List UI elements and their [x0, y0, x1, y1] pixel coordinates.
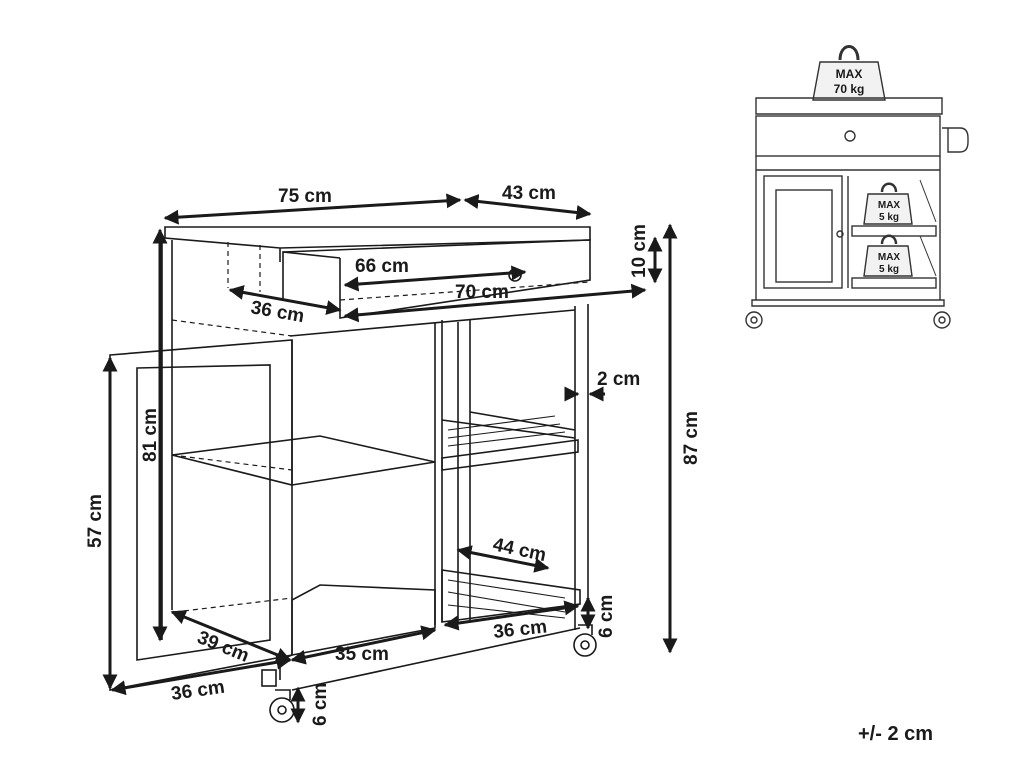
weight-icon-top	[812, 45, 886, 101]
mini-caster-left	[745, 311, 763, 329]
label-drawer-width: 70 cm	[455, 282, 509, 303]
weight-icon-shelf-lower	[863, 234, 913, 277]
label-drawer-pull-depth: 43 cm	[502, 183, 556, 204]
dimension-lines	[102, 193, 678, 724]
middle-shelf	[171, 435, 436, 486]
label-cabinet-height: 81 cm	[140, 408, 161, 462]
label-bottom-depth-left: 36 cm	[170, 677, 226, 705]
dim-line-door-width	[170, 610, 292, 662]
cart-top	[164, 226, 591, 249]
shelf1-max-label: MAX	[878, 200, 901, 211]
slatted-shelf-upper	[441, 439, 579, 471]
dim-line-drawer-inner	[343, 265, 527, 292]
top-max-label: MAX	[836, 67, 863, 81]
label-caster-height-left: 6 cm	[310, 683, 331, 726]
dim-line-top-width	[163, 193, 462, 225]
mini-caster-right	[933, 311, 951, 329]
dim-line-bottom-depth	[110, 654, 292, 696]
label-drawer-inner-width: 66 cm	[355, 256, 409, 277]
label-door-height: 57 cm	[85, 494, 106, 548]
door-handle	[261, 669, 277, 687]
load-capacity-labels: MAX 70 kg MAX 5 kg MAX 5 kg	[834, 67, 901, 275]
dim-line-drawer-width	[343, 283, 647, 323]
dim-line-drawer-pull	[463, 194, 592, 220]
dim-line-bottom-shelf	[443, 600, 580, 631]
dim-line-bottom-center	[290, 625, 437, 665]
label-frame-thickness: 2 cm	[597, 369, 640, 390]
load-capacity-diagram	[745, 45, 969, 329]
tolerance-note: +/- 2 cm	[858, 723, 933, 745]
shelf1-max-value: 5 kg	[879, 212, 899, 223]
mini-shelf-upper	[851, 225, 937, 237]
label-bottom-width-center: 35 cm	[335, 644, 389, 665]
label-drawer-height: 10 cm	[629, 224, 650, 278]
dim-line-top-depth	[228, 285, 342, 315]
caster-front-left	[269, 689, 295, 723]
mini-shelf-lower	[851, 277, 937, 289]
caster-front-right	[573, 624, 597, 657]
label-bottom-shelf-width: 36 cm	[492, 616, 548, 643]
mini-cart-top	[755, 97, 943, 115]
shelf2-max-label: MAX	[878, 252, 901, 263]
top-max-value: 70 kg	[834, 82, 865, 96]
weight-icon-shelf-upper	[863, 182, 913, 225]
drawer-knob	[508, 268, 522, 282]
label-top-width: 75 cm	[278, 186, 332, 207]
shelf2-max-value: 5 kg	[879, 264, 899, 275]
dim-line-shelf-depth	[456, 545, 550, 573]
label-caster-height-right: 6 cm	[596, 595, 617, 638]
mini-drawer	[755, 115, 941, 157]
label-total-height: 87 cm	[681, 411, 702, 465]
mini-towel-bar	[942, 127, 969, 153]
